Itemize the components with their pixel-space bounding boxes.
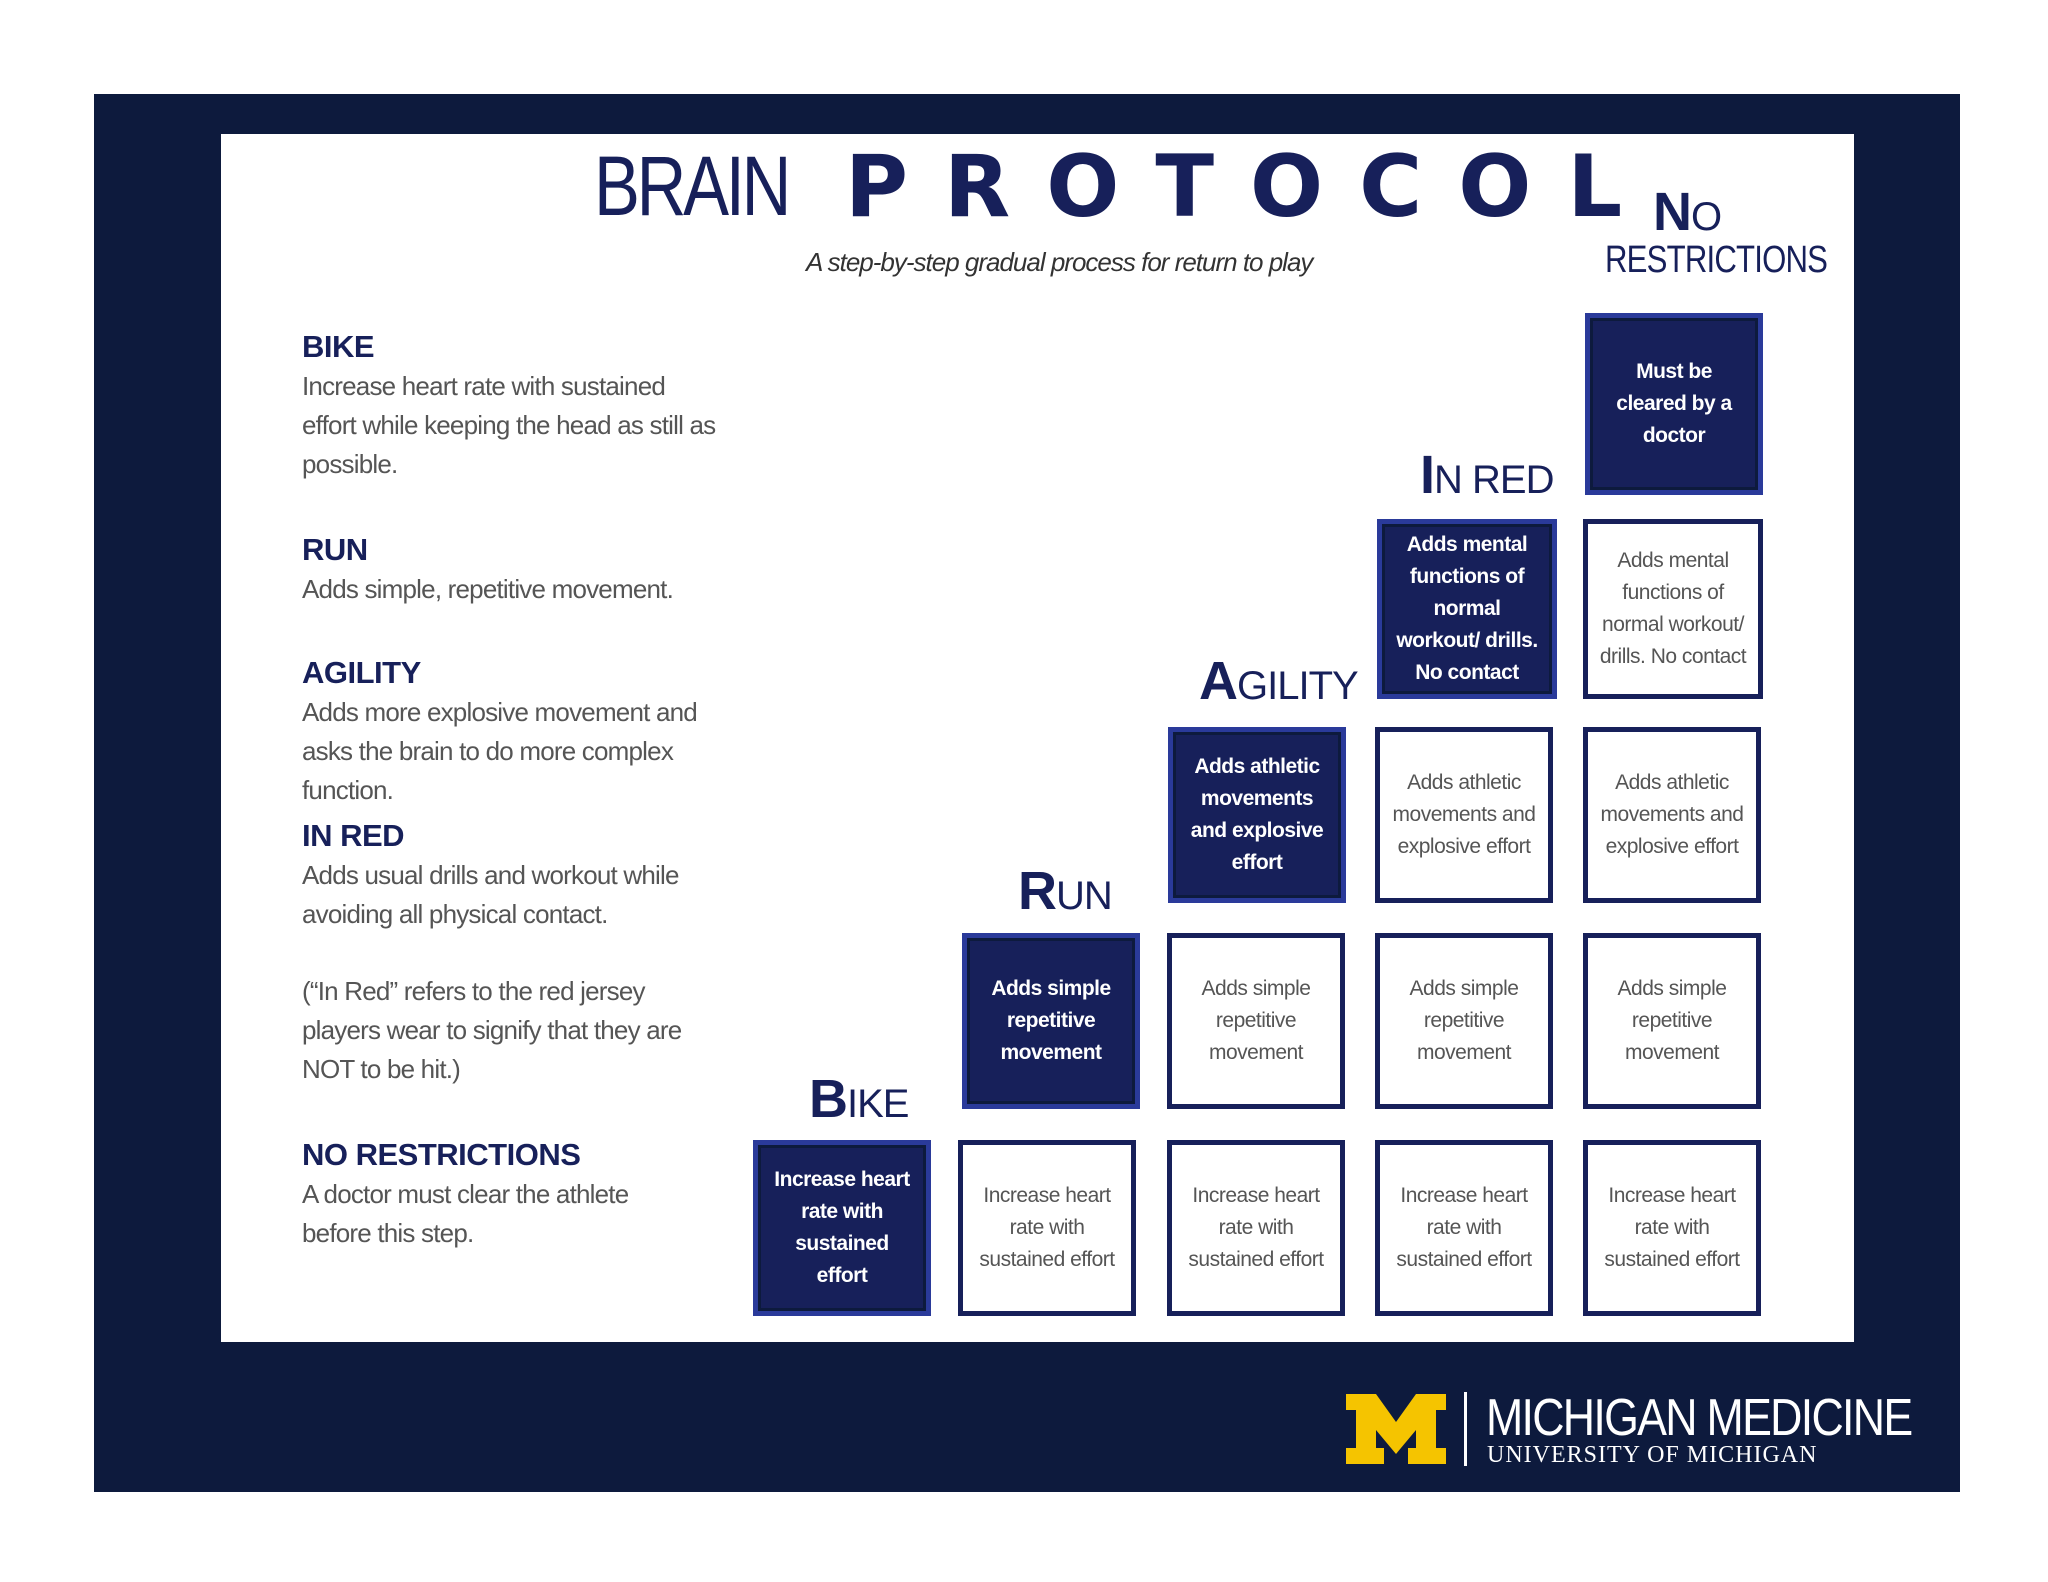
- logo-name: MICHIGAN MEDICINE: [1486, 1389, 1913, 1447]
- page-subtitle: A step-by-step gradual process for retur…: [806, 247, 1313, 277]
- stage-label-bike: BIKE: [809, 1068, 909, 1130]
- description-bike: BIKE Increase heart rate with sustained …: [302, 329, 732, 484]
- description-no-restrictions: NO RESTRICTIONS A doctor must clear the …: [302, 1137, 732, 1253]
- stage-initial: N: [1652, 182, 1692, 242]
- title-protocol: PROTOCOL: [845, 137, 1659, 237]
- protocol-card: BRAIN PROTOCOL A step-by-step gradual pr…: [221, 134, 1854, 1342]
- page-title: BRAIN PROTOCOL: [594, 139, 1622, 233]
- cell-no-restrictions-heart: Increase heart rate with sustained effor…: [1583, 1140, 1761, 1316]
- cell-run-heart: Increase heart rate with sustained effor…: [958, 1140, 1136, 1316]
- cell-in-red-heart: Increase heart rate with sustained effor…: [1375, 1140, 1553, 1316]
- logo-university: UNIVERSITY OF MICHIGAN: [1487, 1442, 1818, 1468]
- stage-label-in-red: IN RED: [1420, 444, 1554, 506]
- stage-label-no-restrictions: NO RESTRICTIONS: [1587, 182, 1828, 281]
- block-m-icon: [1346, 1394, 1446, 1464]
- description-heading: RUN: [302, 532, 368, 567]
- stage-rest: N RED: [1434, 458, 1554, 502]
- stage-initial: B: [809, 1069, 848, 1129]
- description-run: RUN Adds simple, repetitive movement.: [302, 532, 732, 609]
- description-in-red-note: (“In Red” refers to the red jersey playe…: [302, 972, 732, 1089]
- stage-label-agility: AGILITY: [1199, 650, 1359, 712]
- stage-line2: RESTRICTIONS: [1605, 238, 1828, 281]
- description-body: A doctor must clear the athlete before t…: [302, 1179, 629, 1248]
- description-body: (“In Red” refers to the red jersey playe…: [302, 976, 682, 1084]
- stage-label-run: RUN: [1018, 860, 1113, 922]
- cell-no-restrictions-mental: Adds mental functions of normal workout/…: [1583, 519, 1763, 699]
- description-body: Adds more explosive movement and asks th…: [302, 697, 698, 805]
- cell-in-red-active: Adds mental functions of normal workout/…: [1377, 519, 1557, 699]
- stage-initial: I: [1420, 445, 1435, 505]
- cell-agility-simple: Adds simple repetitive movement: [1167, 933, 1345, 1109]
- description-body: Adds simple, repetitive movement.: [302, 574, 674, 604]
- stage-rest: IKE: [847, 1082, 909, 1126]
- cell-bike-active: Increase heart rate with sustained effor…: [753, 1140, 931, 1316]
- stage-initial: A: [1199, 651, 1238, 711]
- description-heading: IN RED: [302, 818, 405, 853]
- description-in-red: IN RED Adds usual drills and workout whi…: [302, 818, 732, 934]
- stage-initial: R: [1018, 861, 1057, 921]
- stage-rest: UN: [1056, 874, 1113, 918]
- description-heading: NO RESTRICTIONS: [302, 1137, 581, 1172]
- description-heading: BIKE: [302, 329, 375, 364]
- cell-no-restrictions-simple: Adds simple repetitive movement: [1583, 933, 1761, 1109]
- description-agility: AGILITY Adds more explosive movement and…: [302, 655, 732, 810]
- cell-no-restrictions-active: Must be cleared by a doctor: [1585, 313, 1763, 495]
- title-brain: BRAIN: [594, 139, 791, 233]
- description-heading: AGILITY: [302, 655, 421, 690]
- cell-agility-active: Adds athletic movements and explosive ef…: [1168, 727, 1346, 903]
- michigan-medicine-logo: MICHIGAN MEDICINE UNIVERSITY OF MICHIGAN: [1344, 1389, 1913, 1468]
- logo-divider: [1464, 1392, 1467, 1466]
- cell-run-active: Adds simple repetitive movement: [962, 933, 1140, 1109]
- cell-in-red-simple: Adds simple repetitive movement: [1375, 933, 1553, 1109]
- stage-rest: O: [1690, 195, 1722, 239]
- stage-rest: GILITY: [1237, 664, 1359, 708]
- cell-agility-heart: Increase heart rate with sustained effor…: [1167, 1140, 1345, 1316]
- cell-in-red-athletic: Adds athletic movements and explosive ef…: [1375, 727, 1553, 903]
- cell-no-restrictions-athletic: Adds athletic movements and explosive ef…: [1583, 727, 1761, 903]
- description-body: Increase heart rate with sustained effor…: [302, 371, 716, 479]
- description-body: Adds usual drills and workout while avoi…: [302, 860, 679, 929]
